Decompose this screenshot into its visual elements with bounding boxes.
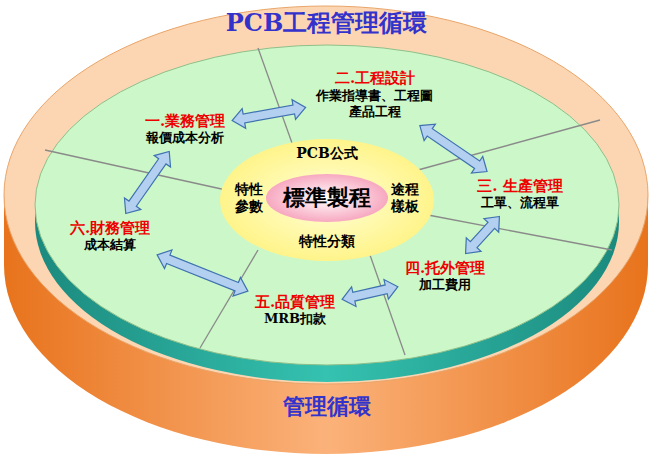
node-label: 途程 樣板 (389, 181, 421, 216)
sector-line (200, 250, 258, 348)
sector-line (370, 255, 405, 355)
sector-box: 三. 生產管理工單、流程單 (473, 175, 566, 214)
sector-body: MRB扣款 (264, 311, 326, 327)
disk-top (35, 45, 619, 365)
sector-box: 六.財務管理成本結算 (66, 217, 154, 256)
node-label: 特性分類 (299, 233, 355, 251)
sector-box: 五.品質管理MRB扣款 (251, 291, 339, 330)
node-label: 管理循環 (283, 393, 371, 421)
cylinder-top (4, 6, 648, 384)
sector-box: 一.業務管理報價成本分析 (141, 110, 229, 149)
sector-heading: 三. 生產管理 (477, 177, 562, 196)
ellipse-shape (266, 174, 388, 222)
ellipse-shape (220, 139, 434, 261)
sector-line (258, 48, 292, 143)
diagram-title: PCB工程管理循環 (0, 8, 653, 38)
block-arrow (420, 124, 487, 173)
sector-body: 工單、流程單 (481, 195, 559, 211)
node-label: 標準製程 (283, 184, 371, 212)
node-label: PCB公式 (296, 145, 358, 163)
sector-heading: 五.品質管理 (255, 293, 335, 312)
block-arrow (232, 100, 305, 129)
sector-heading: 六.財務管理 (70, 219, 150, 238)
block-arrow (466, 217, 500, 254)
green-disk (35, 45, 619, 382)
block-arrow (124, 152, 170, 214)
center-ellipse: PCB公式特性 參數 途程 樣板特性分類 標準製程 (219, 138, 435, 262)
sector-lines (45, 48, 612, 355)
sector-heading: 二.工程設計 (335, 69, 415, 88)
sector-line (428, 215, 612, 250)
sector-box: 二.工程設計作業指導書、工程圖 產品工程 (309, 67, 442, 122)
center-ellipse: 標準製程 (265, 173, 389, 223)
sector-body: 加工費用 (419, 277, 471, 293)
sector-body: 報價成本分析 (146, 130, 224, 146)
block-arrow (342, 280, 398, 307)
block-arrow (157, 250, 248, 296)
sector-heading: 一.業務管理 (145, 112, 225, 131)
sector-body: 成本結算 (84, 237, 136, 253)
sector-heading: 四.托外管理 (405, 259, 485, 278)
sector-body: 作業指導書、工程圖 產品工程 (313, 88, 438, 121)
sector-line (45, 150, 226, 190)
node-label: 特性 參數 (233, 181, 265, 216)
sector-box: 四.托外管理加工費用 (401, 257, 489, 296)
